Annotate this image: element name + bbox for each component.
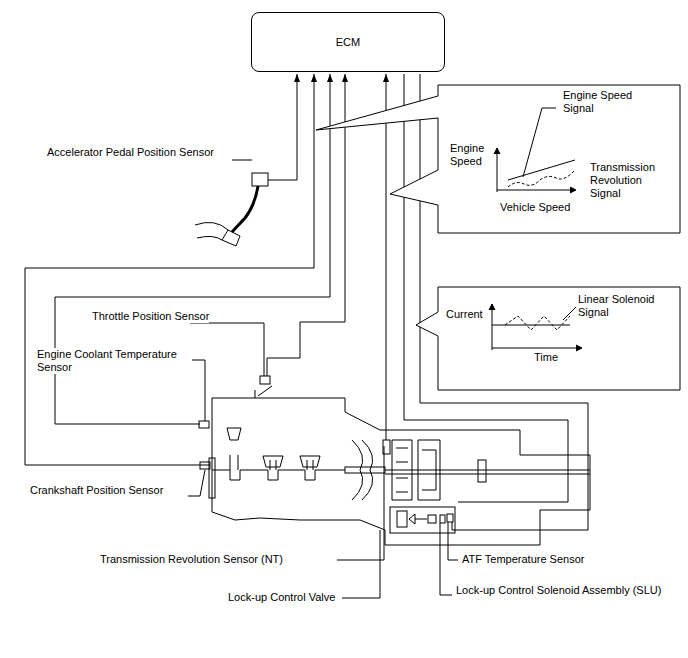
part-label: Accelerator Pedal Position Sensor — [47, 146, 214, 159]
part-label: Transmission Revolution Sensor (NT) — [100, 553, 283, 566]
signal-label: Time — [534, 351, 574, 364]
part-label: Engine Coolant Temperature Sensor — [37, 348, 192, 374]
part-label: ATF Temperature Sensor — [462, 553, 584, 566]
signal-callout: Linear Solenoid SignalCurrentTime — [438, 287, 680, 390]
part-label: Throttle Position Sensor — [92, 310, 209, 323]
ecm-box: ECM — [251, 12, 445, 72]
signal-label: Engine Speed Signal — [563, 89, 643, 115]
signal-label: Vehicle Speed — [500, 201, 590, 214]
signal-label: Engine Speed — [450, 142, 500, 168]
box-title: ECM — [252, 36, 444, 49]
signal-label: Transmission Revolution Signal — [590, 161, 672, 200]
signal-label: Current — [446, 308, 496, 321]
part-label: Lock-up Control Valve — [228, 591, 335, 604]
part-label: Lock-up Control Solenoid Assembly (SLU) — [456, 584, 661, 597]
part-label: Crankshaft Position Sensor — [30, 484, 163, 497]
signal-callout: Engine Speed SignalEngine SpeedTransmiss… — [438, 85, 680, 233]
signal-label: Linear Solenoid Signal — [578, 293, 673, 319]
